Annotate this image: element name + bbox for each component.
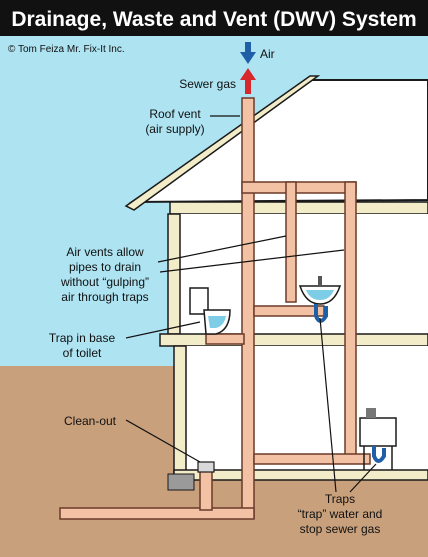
left-wall-lower [173, 345, 187, 475]
toilet-trap-label-2: of toilet [63, 346, 102, 360]
building-drain [59, 507, 255, 520]
toilet-drain-horizontal [205, 333, 245, 345]
title-bar [0, 0, 428, 36]
copyright-text: © Tom Feiza Mr. Fix-It Inc. [8, 44, 125, 55]
air-vents-label-2: pipes to drain [69, 260, 141, 274]
middle-branch-vent [285, 181, 297, 303]
roof-vent-sublabel: (air supply) [145, 122, 204, 136]
laundry-drain-horizontal [253, 453, 371, 465]
toilet [189, 287, 231, 335]
toilet-tank [189, 287, 209, 315]
title-text: Drainage, Waste and Vent (DWV) System [11, 8, 416, 31]
traps-label-2: “trap” water and [298, 507, 383, 521]
roof-vent-label: Roof vent [149, 107, 201, 121]
right-vent-riser [344, 181, 357, 461]
air-vents-pointer-1 [157, 235, 287, 263]
toilet-trap-label-1: Trap in base [49, 331, 116, 345]
air-vents-pointer-2 [159, 249, 345, 273]
clean-out-cap [197, 461, 215, 473]
tub-body [359, 417, 397, 447]
footing [167, 473, 195, 491]
toilet-water [208, 316, 226, 328]
sink-faucet [318, 276, 322, 286]
air-arrow-icon [240, 42, 256, 64]
clean-out-label: Clean-out [64, 414, 117, 428]
laundry-tub [359, 408, 397, 470]
sink-drain-horizontal [253, 305, 325, 317]
traps-label-3: stop sewer gas [300, 522, 381, 536]
second-floor-slab [159, 333, 428, 347]
sewer-gas-label: Sewer gas [179, 77, 236, 91]
sewer-gas-arrow-icon [240, 68, 256, 94]
tub-faucet [366, 408, 376, 418]
air-vents-label-4: air through traps [61, 290, 148, 304]
left-wall-upper [167, 213, 181, 335]
traps-pointer-1 [319, 317, 337, 493]
toilet-trap-pointer [125, 321, 201, 339]
traps-label-1: Traps [325, 492, 355, 506]
air-vents-label-3: without “gulping” [60, 275, 149, 289]
sink-water [306, 290, 334, 300]
main-stack [241, 97, 255, 519]
air-vents-label-1: Air vents allow [66, 245, 144, 259]
attic-floor [169, 201, 428, 215]
clean-out-pointer [125, 419, 201, 463]
upper-vent-horizontal [241, 181, 357, 194]
air-label: Air [260, 47, 275, 61]
tub-p-trap [372, 446, 386, 463]
pipe-system [59, 97, 371, 520]
clean-out-riser [199, 469, 213, 511]
traps-pointer-2 [349, 463, 377, 493]
basement-room [184, 346, 428, 470]
